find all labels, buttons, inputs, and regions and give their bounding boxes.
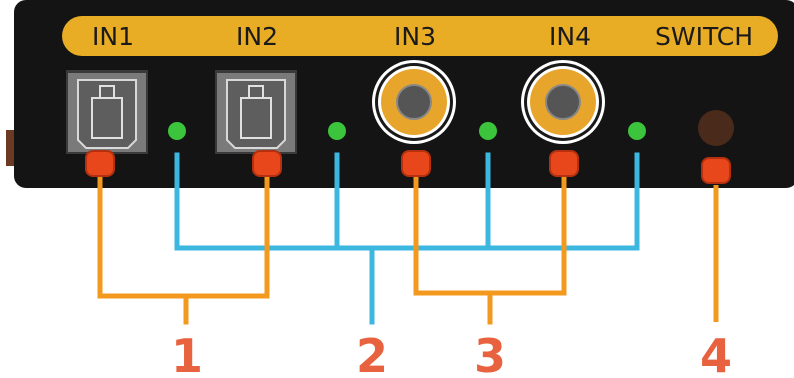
label-in3: IN3 [394,22,436,51]
label-strip [62,16,778,56]
led-in1 [168,122,186,140]
label-switch: SWITCH [655,22,753,51]
callout-1: 1 [171,329,203,378]
led-in3 [479,122,497,140]
label-in4: IN4 [549,22,591,51]
led-in4 [628,122,646,140]
blue-connector-lines [174,152,640,325]
orange-connector-lines-3 [413,169,567,325]
optical-port-in2 [215,70,297,154]
label-in1: IN1 [92,22,134,51]
button-in3 [401,150,431,177]
optical-port-in1 [66,70,148,154]
coax-port-in4 [521,60,605,144]
button-switch [701,157,731,184]
button-in2 [252,150,282,177]
callout-4: 4 [700,329,732,378]
button-in4 [549,150,579,177]
callout-3: 3 [474,329,506,378]
coax-port-in3 [372,60,456,144]
switch-knob [698,110,734,146]
label-in2: IN2 [236,22,278,51]
callout-2: 2 [356,329,388,378]
orange-connector-lines-1 [97,169,270,325]
button-in1 [85,150,115,177]
led-in2 [328,122,346,140]
